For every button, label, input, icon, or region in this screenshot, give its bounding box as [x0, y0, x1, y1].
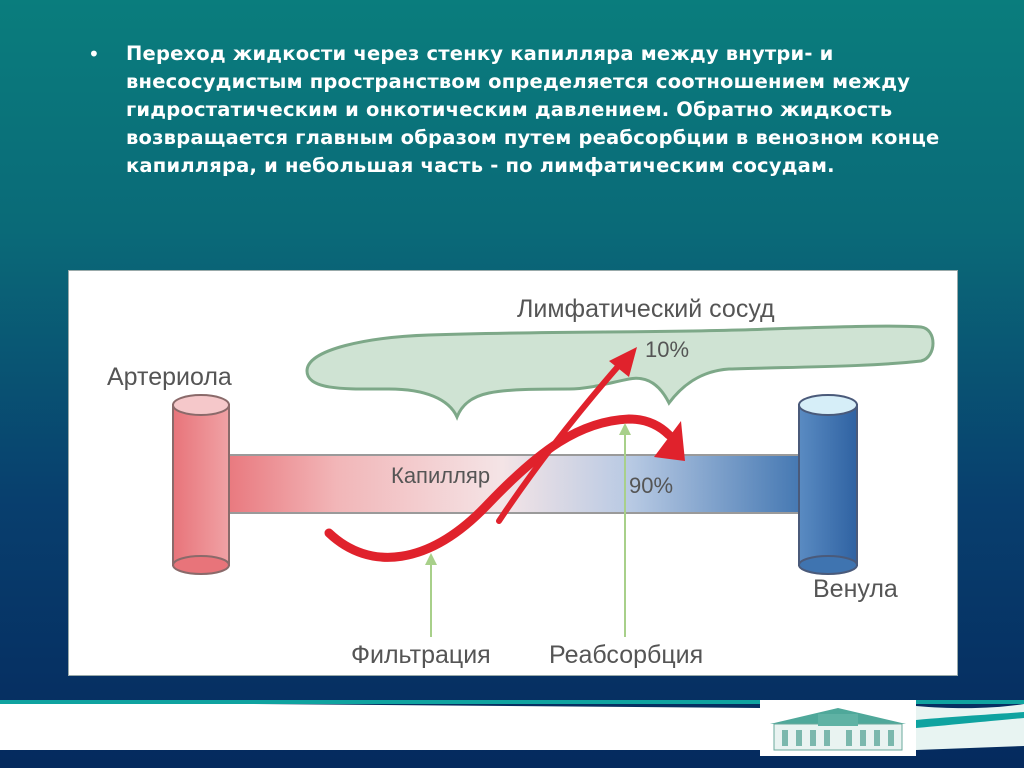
arteriole-vessel	[172, 394, 230, 575]
lymph-vessel-shape	[305, 324, 935, 421]
building-logo-icon	[760, 700, 916, 756]
bullet-point: •	[88, 42, 100, 66]
lymph-flow-arrow	[496, 360, 624, 524]
filtration-label: Фильтрация	[351, 641, 491, 669]
bullet-text: Переход жидкости через стенку капилляра …	[126, 42, 940, 177]
logo-box	[760, 700, 916, 756]
bullet-list: • Переход жидкости через стенку капилляр…	[88, 40, 968, 180]
venule-vessel	[798, 394, 858, 575]
fluid-flow-arrow	[324, 414, 674, 562]
lymph-vessel-label: Лимфатический сосуд	[517, 295, 775, 323]
fluid-flow-arrowhead	[654, 421, 685, 461]
percent-venous-label: 90%	[629, 473, 673, 498]
diagram-svg: Лимфатический сосуд 10% Артериола Капилл…	[107, 295, 935, 669]
reabsorption-label: Реабсорбция	[549, 641, 703, 669]
filtration-pointer-head	[425, 553, 437, 565]
capillary-label: Капилляр	[391, 463, 490, 488]
footer-band	[0, 700, 1024, 750]
lymph-flow-arrowhead	[609, 347, 637, 377]
arteriole-label: Артериола	[107, 363, 232, 391]
capillary-diagram: Лимфатический сосуд 10% Артериола Капилл…	[68, 270, 958, 676]
footer-stripes	[0, 700, 1024, 750]
percent-lymph-label: 10%	[645, 337, 689, 362]
venule-label: Венула	[813, 575, 898, 603]
reabsorption-pointer-head	[619, 423, 631, 435]
